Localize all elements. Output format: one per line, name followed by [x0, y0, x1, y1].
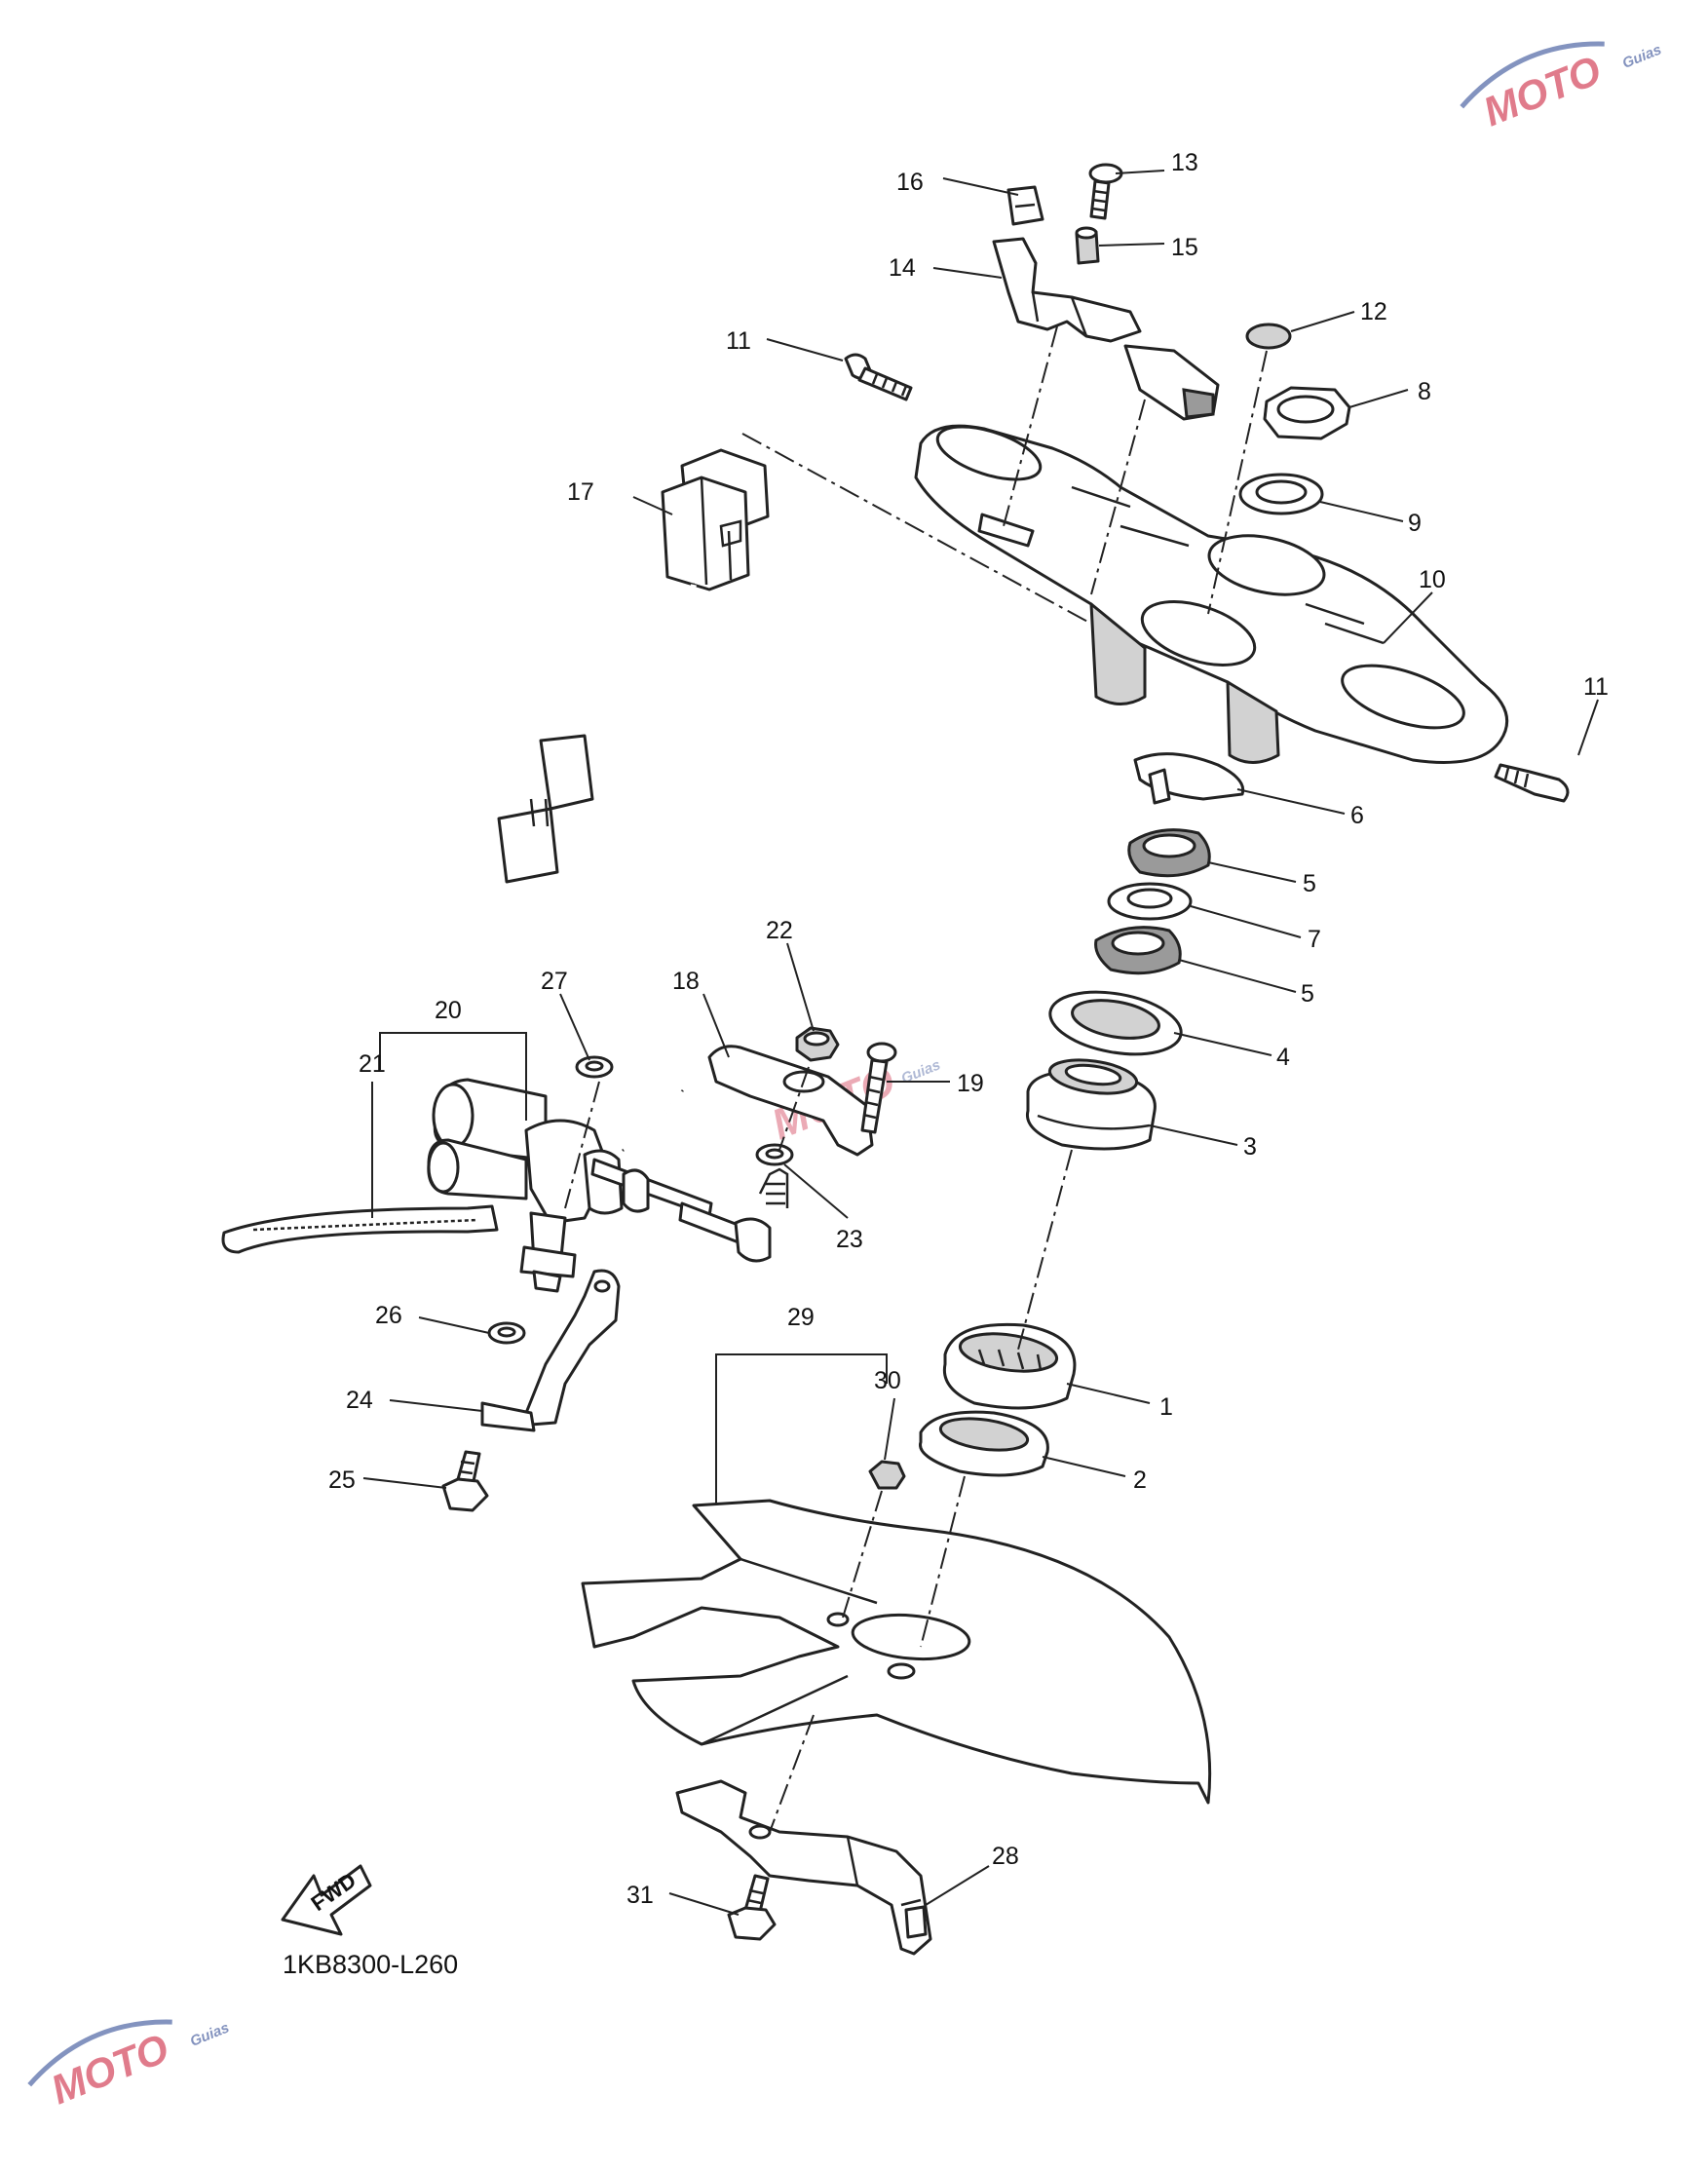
- part-22-nut: [795, 1026, 840, 1062]
- callout-2: 2: [1133, 1466, 1147, 1494]
- part-30-nut: [868, 1460, 906, 1490]
- callout-30: 30: [874, 1367, 901, 1394]
- callout-20: 20: [435, 997, 462, 1024]
- part-26-washer: [487, 1321, 526, 1345]
- svg-text:MOTO: MOTO: [45, 2025, 175, 2113]
- callout-4: 4: [1276, 1044, 1290, 1071]
- callout-11-right: 11: [1583, 673, 1609, 701]
- callout-22: 22: [766, 917, 793, 944]
- callout-9: 9: [1408, 510, 1422, 537]
- callout-16: 16: [896, 169, 924, 196]
- part-31-bolt: [727, 1874, 777, 1941]
- part-2-seal-lower: [919, 1410, 1049, 1477]
- callout-1: 1: [1159, 1393, 1173, 1421]
- callout-19: 19: [957, 1070, 984, 1097]
- part-21-cable-tie: [221, 1204, 499, 1254]
- part-9-washer: [1238, 473, 1324, 515]
- part-11-bolt-left: [844, 353, 913, 401]
- callout-25: 25: [328, 1466, 356, 1494]
- callout-24: 24: [346, 1387, 373, 1414]
- callout-3: 3: [1243, 1133, 1257, 1161]
- part-10-upper-bracket: [914, 424, 1509, 764]
- svg-text:MOTO: MOTO: [1477, 47, 1608, 134]
- part-7-washer: [1107, 882, 1193, 921]
- part-12-cap: [1245, 323, 1292, 350]
- part-23-washer: [755, 1143, 794, 1166]
- part-5-ring-nut-lower: [1094, 926, 1182, 975]
- part-25-bolt: [441, 1450, 489, 1512]
- part-5-ring-nut-upper: [1127, 828, 1211, 878]
- callout-15: 15: [1171, 234, 1198, 261]
- part-6-lock-washer: [1133, 752, 1245, 805]
- part-13-screw: [1088, 163, 1123, 220]
- part-27-washer: [575, 1055, 614, 1079]
- frame-cover-panel: [581, 1499, 1212, 1805]
- watermark-logo-top-right: MOTO Guias: [1460, 41, 1664, 134]
- part-8-nut: [1263, 386, 1351, 440]
- callout-31: 31: [626, 1882, 654, 1909]
- part-28-bracket: [675, 1779, 932, 1956]
- callout-7: 7: [1308, 926, 1321, 953]
- callout-29: 29: [787, 1304, 815, 1331]
- part-17-sensor-harness: [497, 448, 770, 884]
- callout-26: 26: [375, 1302, 402, 1329]
- part-19-bolt: [860, 1042, 897, 1134]
- leader-lines: [362, 170, 1599, 1916]
- callout-21: 21: [359, 1050, 386, 1078]
- part-4-seal: [1048, 990, 1183, 1056]
- watermark-logo-bottom-left: MOTO Guias: [27, 2019, 232, 2113]
- callout-17: 17: [567, 478, 594, 506]
- callout-11-left: 11: [726, 327, 751, 355]
- callout-12: 12: [1360, 298, 1387, 325]
- assembly-centerlines: [564, 325, 1268, 1833]
- part-1-bearing-lower: [942, 1322, 1077, 1410]
- callout-14: 14: [889, 254, 916, 282]
- callout-23: 23: [836, 1226, 863, 1253]
- part-15-collar: [1075, 226, 1100, 265]
- part-14-bracket: [992, 237, 1220, 421]
- callout-27: 27: [541, 968, 568, 995]
- part-20-steering-damper: [427, 1078, 789, 1293]
- svg-text:Guias: Guias: [1620, 41, 1664, 71]
- callout-labels: 1 2 3 4 5 5 6 7 8 9 10 11 11 12 13 14 15…: [328, 149, 1609, 1909]
- fwd-arrow-icon: FWD: [281, 1864, 372, 1936]
- part-16-clip: [1006, 185, 1044, 226]
- callout-28: 28: [992, 1843, 1019, 1870]
- callout-10: 10: [1419, 566, 1446, 593]
- callout-18: 18: [672, 968, 700, 995]
- callout-6: 6: [1350, 802, 1364, 829]
- callout-5-upper: 5: [1303, 870, 1316, 897]
- callout-8: 8: [1418, 378, 1431, 405]
- diagram-code-label: 1KB8300-L260: [283, 1950, 458, 1979]
- callout-5-lower: 5: [1301, 980, 1314, 1008]
- part-11-bolt-right: [1494, 763, 1570, 803]
- part-24-bracket: [480, 1269, 621, 1432]
- callout-13: 13: [1171, 149, 1198, 176]
- part-3-bearing: [1025, 1058, 1157, 1151]
- svg-text:Guias: Guias: [188, 2019, 232, 2049]
